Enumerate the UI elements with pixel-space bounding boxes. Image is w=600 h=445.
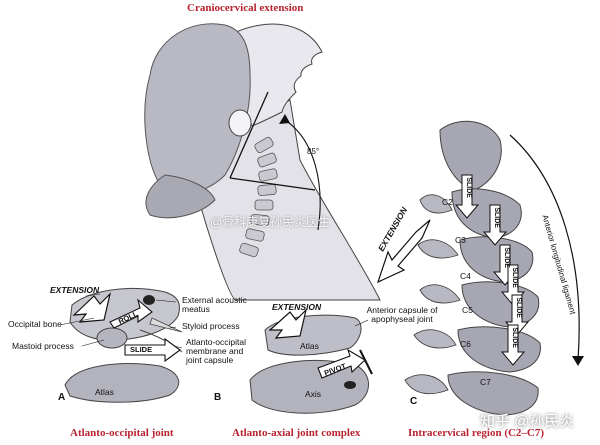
- figure-title: Craniocervical extension: [187, 2, 304, 14]
- vertebra-c2-label: C2: [442, 197, 453, 207]
- panel-b-atlas-label: Atlas: [300, 341, 319, 351]
- slide-arrow-c3-label: SLIDE: [492, 207, 500, 228]
- panel-b-extension-label: EXTENSION: [272, 302, 322, 312]
- slide-arrow-c5-label: SLIDE: [510, 267, 518, 288]
- slide-arrow-c7-label: SLIDE: [510, 327, 518, 348]
- watermark-middle: @骨科康复孙民炎医生: [210, 215, 331, 229]
- vertebra-c3-label: C3: [455, 235, 466, 245]
- panel-a-letter: A: [58, 392, 66, 403]
- styloid-process-label: Styloid process: [182, 321, 240, 331]
- panel-a-caption: Atlanto-occipital joint: [70, 427, 174, 439]
- vertebra-c5-label: C5: [462, 305, 473, 315]
- panel-c-caption: Intracervical region (C2–C7): [408, 427, 545, 439]
- slide-arrow-c2-label: SLIDE: [464, 177, 472, 198]
- head-neck-illustration: [144, 23, 381, 301]
- angle-label: 85°: [307, 147, 320, 156]
- vertebra-c4-label: C4: [460, 271, 471, 281]
- vertebra-c6-label: C6: [460, 339, 471, 349]
- anterior-capsule-label: Anterior capsule of apophyseal joint: [366, 305, 438, 324]
- watermark-bottom: 知乎 @孙民炎: [480, 413, 575, 430]
- vertebra-c7-label: C7: [480, 377, 491, 387]
- panel-b-axis-label: Axis: [305, 389, 322, 399]
- occipital-bone-label: Occipital bone: [8, 319, 62, 329]
- panel-b-letter: B: [214, 392, 222, 403]
- panel-a-illustration: [59, 287, 183, 403]
- panel-a-slide-arrow-label: SLIDE: [130, 345, 153, 354]
- panel-c-letter: C: [410, 396, 418, 407]
- external-acoustic-meatus-label: External acoustic meatus: [182, 295, 247, 314]
- slide-arrow-c6-label: SLIDE: [514, 297, 522, 318]
- slide-arrow-c4-label: SLIDE: [502, 247, 510, 268]
- panel-c-illustration: [376, 120, 584, 416]
- panel-a-extension-label: EXTENSION: [50, 285, 100, 295]
- panel-a-atlas-label: Atlas: [95, 387, 114, 397]
- panel-b-caption: Atlanto-axial joint complex: [232, 427, 361, 439]
- atlanto-occipital-membrane-label: Atlanto-occipital membrane and joint cap…: [186, 337, 247, 365]
- panel-b-illustration: [249, 308, 373, 414]
- mastoid-process-label: Mastoid process: [12, 341, 74, 351]
